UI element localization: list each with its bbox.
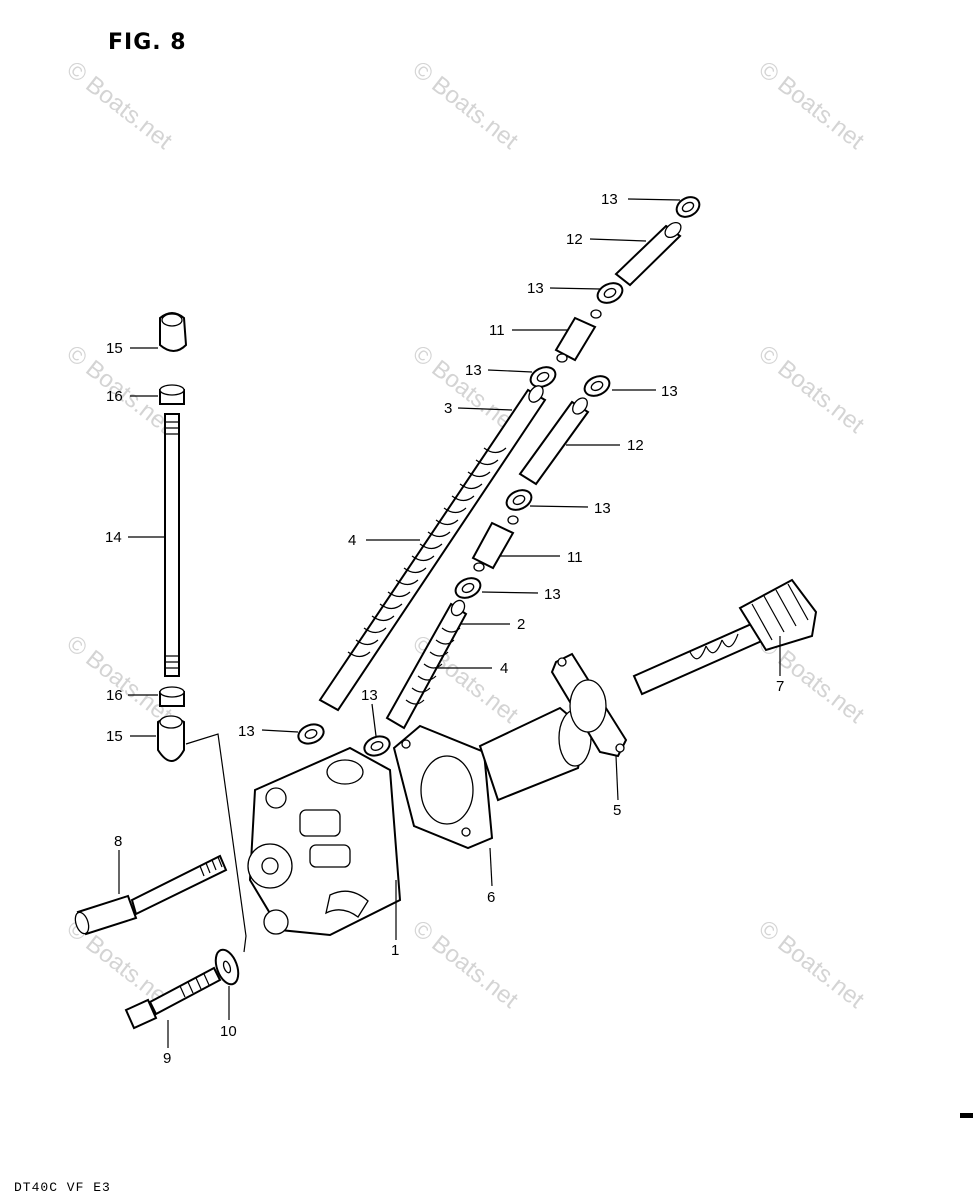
callout-5: 5 (613, 802, 621, 819)
callout-1: 1 (391, 942, 399, 959)
link-wire (185, 733, 247, 953)
oil-pump-body-1 (247, 746, 402, 937)
callout-9: 9 (163, 1050, 171, 1067)
rod-end-15-upper (159, 312, 188, 352)
callout-15: 15 (106, 340, 123, 357)
callout-12: 12 (627, 437, 644, 454)
figure-title: FIG. 8 (108, 30, 187, 55)
hose-clamp-13-f (454, 577, 482, 599)
fuel-filter-11-upper (554, 309, 602, 363)
callout-13: 13 (361, 687, 378, 704)
hose-clamp-13-g (297, 723, 325, 745)
nut-16-upper (159, 384, 185, 405)
callout-10: 10 (220, 1023, 237, 1040)
callout-16: 16 (106, 687, 123, 704)
callout-2: 2 (517, 616, 525, 633)
gasket-5 (550, 652, 628, 758)
callout-13: 13 (594, 500, 611, 517)
spiral-protector-4-short (405, 627, 461, 705)
spiral-protector-4-long (347, 447, 507, 658)
callout-13: 13 (544, 586, 561, 603)
washer-10 (214, 948, 240, 986)
callout-4: 4 (500, 660, 508, 677)
hose-clamp-13-top (675, 196, 701, 218)
callout-11: 11 (567, 549, 583, 566)
callout-13: 13 (661, 383, 678, 400)
callout-13: 13 (465, 362, 482, 379)
callout-4: 4 (348, 532, 356, 549)
callout-14: 14 (105, 529, 122, 546)
callout-11: 11 (489, 322, 505, 339)
edge-mark (960, 1113, 973, 1118)
model-code-footer: DT40C VF E3 (14, 1180, 111, 1195)
fuel-filter-11-lower (471, 515, 519, 572)
hose-clamp-13-h (363, 735, 391, 757)
threaded-rod-14 (164, 413, 180, 677)
hose-12-lower (518, 397, 590, 486)
rod-end-15-lower (157, 715, 185, 762)
pump-bolt-8 (74, 854, 228, 936)
callout-7: 7 (776, 678, 784, 695)
housing-6 (392, 706, 592, 850)
bolt-9 (124, 966, 222, 1030)
hose-clamp-13-b (596, 282, 624, 304)
callout-13: 13 (601, 191, 618, 208)
callout-16: 16 (106, 388, 123, 405)
hose-clamp-13-d (583, 375, 611, 397)
hose-clamp-13-c (529, 366, 557, 388)
callout-6: 6 (487, 889, 495, 906)
hose-12-upper (614, 221, 682, 287)
callout-8: 8 (114, 833, 122, 850)
callout-13: 13 (238, 723, 255, 740)
hose-3 (318, 385, 547, 712)
hose-clamp-13-e (505, 489, 533, 511)
nut-16-lower (159, 686, 185, 707)
callout-12: 12 (566, 231, 583, 248)
callout-15: 15 (106, 728, 123, 745)
callout-13: 13 (527, 280, 544, 297)
driven-gear-7 (632, 578, 818, 696)
leader-lines (118, 198, 781, 1048)
callout-3: 3 (444, 400, 452, 417)
